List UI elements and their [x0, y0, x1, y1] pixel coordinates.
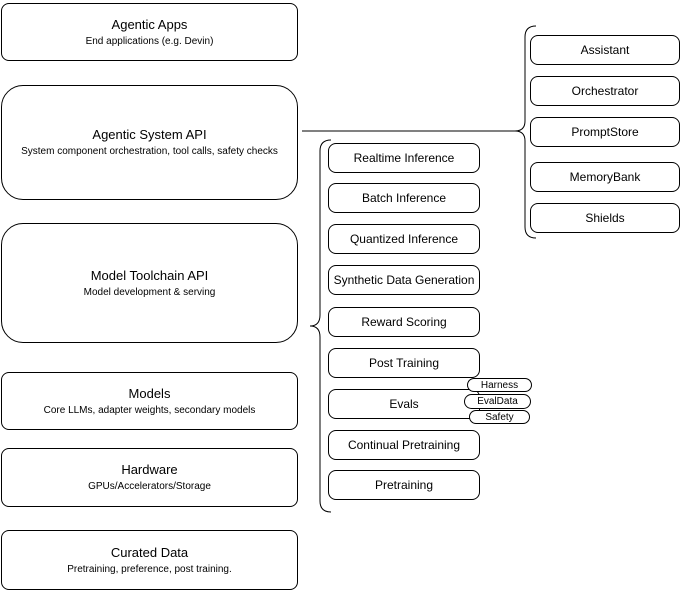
node-orchestrator-label: Orchestrator — [571, 84, 639, 98]
node-models-subtitle: Core LLMs, adapter weights, secondary mo… — [43, 404, 256, 416]
node-orchestrator: Orchestrator — [530, 76, 680, 106]
tag-safety-label: Safety — [485, 411, 514, 423]
node-agentic-system-api: Agentic System API System component orch… — [1, 85, 298, 200]
node-shields: Shields — [530, 203, 680, 233]
node-post-training: Post Training — [328, 348, 480, 378]
node-evals-label: Evals — [389, 397, 419, 411]
toolchain-brace — [309, 139, 332, 513]
node-pretraining: Pretraining — [328, 470, 480, 500]
node-realtime-inference-label: Realtime Inference — [353, 151, 455, 165]
node-synthetic-data-generation: Synthetic Data Generation — [328, 265, 480, 295]
node-post-training-label: Post Training — [368, 356, 440, 370]
node-batch-inference-label: Batch Inference — [361, 191, 447, 205]
node-hardware-title: Hardware — [121, 462, 178, 477]
node-agentic-apps-title: Agentic Apps — [111, 16, 188, 32]
node-shields-label: Shields — [585, 211, 625, 225]
node-curated-data: Curated Data Pretraining, preference, po… — [1, 530, 298, 590]
node-reward-scoring-label: Reward Scoring — [361, 315, 447, 329]
node-model-toolchain-api: Model Toolchain API Model development & … — [1, 223, 298, 343]
node-synthetic-data-generation-label: Synthetic Data Generation — [333, 273, 475, 287]
tag-evaldata: EvalData — [464, 394, 531, 409]
node-realtime-inference: Realtime Inference — [328, 143, 480, 173]
node-assistant: Assistant — [530, 35, 680, 65]
node-model-toolchain-api-subtitle: Model development & serving — [83, 286, 216, 298]
node-promptstore-label: PromptStore — [571, 125, 639, 139]
tag-safety: Safety — [469, 410, 530, 424]
node-pretraining-label: Pretraining — [374, 478, 434, 492]
node-evals: Evals — [328, 389, 480, 419]
node-continual-pretraining-label: Continual Pretraining — [347, 438, 461, 452]
node-agentic-apps-subtitle: End applications (e.g. Devin) — [85, 35, 214, 47]
node-continual-pretraining: Continual Pretraining — [328, 430, 480, 460]
node-agentic-system-api-subtitle: System component orchestration, tool cal… — [21, 146, 278, 157]
node-curated-data-subtitle: Pretraining, preference, post training. — [67, 563, 232, 575]
tag-harness-label: Harness — [480, 379, 519, 391]
node-promptstore: PromptStore — [530, 117, 680, 147]
node-memorybank-label: MemoryBank — [569, 170, 641, 184]
node-quantized-inference-label: Quantized Inference — [349, 232, 459, 246]
node-models-title: Models — [128, 385, 171, 401]
node-batch-inference: Batch Inference — [328, 183, 480, 213]
tag-evaldata-label: EvalData — [477, 396, 518, 407]
node-curated-data-title: Curated Data — [110, 544, 189, 560]
node-hardware-subtitle: GPUs/Accelerators/Storage — [88, 481, 211, 492]
node-model-toolchain-api-title: Model Toolchain API — [90, 267, 209, 283]
system-components-brace — [514, 25, 537, 239]
node-models: Models Core LLMs, adapter weights, secon… — [1, 372, 298, 430]
node-memorybank: MemoryBank — [530, 162, 680, 192]
node-agentic-apps: Agentic Apps End applications (e.g. Devi… — [1, 3, 298, 61]
node-reward-scoring: Reward Scoring — [328, 307, 480, 337]
node-hardware: Hardware GPUs/Accelerators/Storage — [1, 448, 298, 507]
node-assistant-label: Assistant — [580, 43, 630, 57]
node-quantized-inference: Quantized Inference — [328, 224, 480, 254]
tag-harness: Harness — [467, 378, 532, 392]
node-agentic-system-api-title: Agentic System API — [92, 127, 207, 142]
